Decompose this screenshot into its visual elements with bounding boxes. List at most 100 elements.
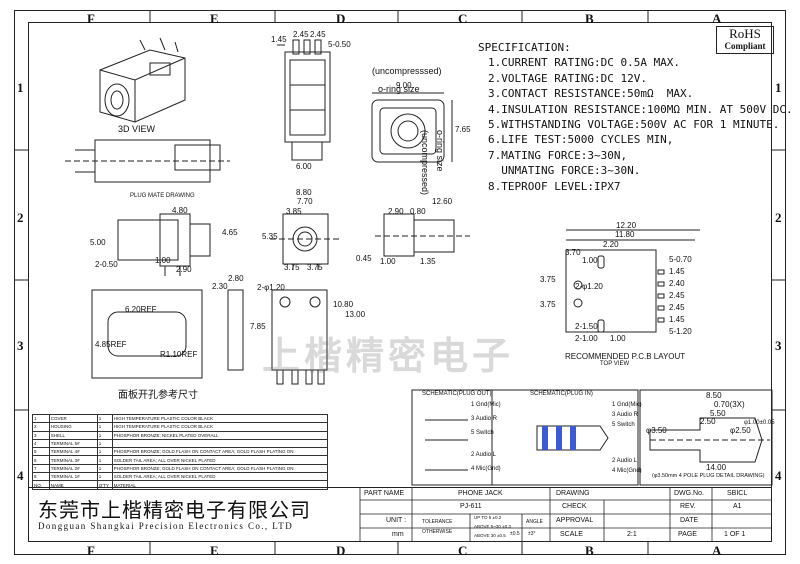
dim-label: 1.00 xyxy=(380,257,396,266)
schem-out-pin: 4 Mic(Gnd) xyxy=(471,466,501,472)
zone-col-b-bottom: B xyxy=(585,543,594,558)
zone-row-3-right: 3 xyxy=(775,338,782,353)
schematic-out-label: SCHEMATIC(PLUG OUT) xyxy=(422,391,492,397)
dim-label: 2-φ1.20 xyxy=(257,283,285,292)
zone-col-e-bottom: E xyxy=(210,543,219,558)
pcb-dim-label: 2-φ1.20 xyxy=(575,282,603,291)
zone-col-a-bottom: A xyxy=(712,543,722,558)
zone-row-2-right: 2 xyxy=(775,210,782,225)
unit-label: UNIT : xyxy=(386,517,407,524)
zone-row-4-right: 4 xyxy=(775,468,782,483)
schematic-box xyxy=(411,389,773,486)
company-name-en: Dongguan Shangkai Precision Electronics … xyxy=(38,521,294,531)
schematic-in-label: SCHEMATIC(PLUG IN) xyxy=(530,391,593,397)
pcb-dim-label: 12.20 xyxy=(616,221,637,230)
spec-line: 7.MATING FORCE:3~30N, xyxy=(488,148,628,162)
oring-view xyxy=(371,92,453,163)
pcb-dim-label: 2.45 xyxy=(669,303,685,312)
pcb-dim-label: 1.45 xyxy=(669,267,685,276)
drawing-label: DRAWING xyxy=(556,490,590,497)
angle-value: ±3° xyxy=(528,531,536,537)
drawing-inner-border xyxy=(28,22,772,542)
spec-line: 6.LIFE TEST:5000 CYCLES MIN, xyxy=(488,133,674,147)
rohs-label: RoHS xyxy=(729,26,761,41)
otherwise-label: OTHERWISE xyxy=(422,529,453,535)
dim-label: 2.45 xyxy=(310,30,326,39)
tolerance-row: ABOVE 30 ±0.5 xyxy=(474,533,506,538)
bom-cell-material: MATERIAL xyxy=(111,480,329,490)
zone-col-d-bottom: D xyxy=(336,543,346,558)
angle-label: ANGLE xyxy=(526,519,543,525)
dim-label: 3.85 xyxy=(286,207,302,216)
panel-dim-label: 6.20REF xyxy=(125,305,157,314)
panel-dim-label: 4.85REF xyxy=(95,340,127,349)
drawing-frame xyxy=(14,10,786,555)
date-label: DATE xyxy=(680,517,699,524)
zone-col-a-top: A xyxy=(712,11,722,26)
pcb-dim-label: 2-1.50 xyxy=(575,322,598,331)
pcb-dim-label: 11.80 xyxy=(615,230,635,239)
title-block xyxy=(28,487,772,543)
schem-out-pin: 5 Switch xyxy=(471,430,494,436)
panel-cutout xyxy=(91,289,203,379)
zone-row-2-left: 2 xyxy=(17,210,24,225)
zone-col-c-top: C xyxy=(458,11,468,26)
zone-row-1-right: 1 xyxy=(775,80,782,95)
dim-label: 13.00 xyxy=(345,310,366,319)
jack-front-view-2 xyxy=(270,213,340,270)
dim-label: 0.80 xyxy=(410,207,426,216)
plug-dim-label: 0.70(3X) xyxy=(714,400,745,409)
dwg-no-label: DWG.No. xyxy=(674,490,704,497)
jack-right-view xyxy=(375,213,470,257)
dim-label: 12.60 xyxy=(432,197,453,206)
zone-row-3-left: 3 xyxy=(17,338,24,353)
pcb-dim-label: 2.20 xyxy=(603,240,619,249)
plug-band-stripes xyxy=(542,426,576,450)
plug-detail-label: (φ3.50mm 4 POLE PLUG DETAIL DRAWING) xyxy=(652,473,765,479)
top-view-label: TOP VIEW xyxy=(600,361,630,367)
side-view xyxy=(117,213,211,276)
dim-label: 1.35 xyxy=(420,257,436,266)
jack-3d-view xyxy=(99,37,186,123)
dim-label: 9.00 xyxy=(396,81,412,90)
dim-label: 7.85 xyxy=(250,322,266,331)
spec-line: 8.TEPROOF LEVEL:IPX7 xyxy=(488,179,621,193)
plug-mate-label: PLUG MATE DRAWING xyxy=(130,193,195,199)
dim-label: 4.65 xyxy=(222,228,238,237)
scale-label: SCALE xyxy=(560,531,583,538)
watermark: 上楷精密电子 xyxy=(262,334,515,378)
plug-dim-label: 8.50 xyxy=(706,391,722,400)
check-label: CHECK xyxy=(562,503,587,510)
dim-label: 8.80 xyxy=(296,188,312,197)
page-label: PAGE xyxy=(678,531,697,538)
schem-out-pin: 2 Audio L xyxy=(471,452,497,458)
jack-bottom-view xyxy=(227,289,328,385)
pcb-dim-label: 5-1.20 xyxy=(669,327,692,336)
pcb-dim-label: 2-1.00 xyxy=(575,334,598,343)
spec-line: 1.CURRENT RATING:DC 0.5A MAX. xyxy=(488,56,681,70)
pcb-dim-label: 3.70 xyxy=(565,248,581,257)
rohs-compliant: Compliant xyxy=(724,41,766,51)
pcb-dim-label: 5-0.70 xyxy=(669,255,692,264)
company-name-cn: 东莞市上楷精密电子有限公司 xyxy=(38,498,311,522)
rohs-badge: RoHS Compliant xyxy=(716,26,774,54)
rev-value: A1 xyxy=(733,503,742,510)
pcb-dim-label: 1.00 xyxy=(610,334,626,343)
part-name-label: PART NAME xyxy=(364,490,405,497)
plug-dim-label: 2.50 xyxy=(700,417,716,426)
oring-size-label: o-ring size xyxy=(378,84,420,94)
unit-value: mm xyxy=(392,531,404,538)
dim-label: 5.00 xyxy=(90,238,106,247)
pcb-dim-label: 1.00 xyxy=(582,256,598,265)
dim-label: 6.00 xyxy=(296,162,312,171)
pcb-dim-label: 3.75 xyxy=(540,275,556,284)
angle-value-2: ±0.5 xyxy=(510,531,520,537)
page-value: 1 OF 1 xyxy=(724,531,746,538)
zone-col-b-top: B xyxy=(585,11,594,26)
part-no-value: PJ-611 xyxy=(460,503,482,510)
dim-label: 2.45 xyxy=(293,30,309,39)
dim-label: 4.80 xyxy=(172,206,188,215)
